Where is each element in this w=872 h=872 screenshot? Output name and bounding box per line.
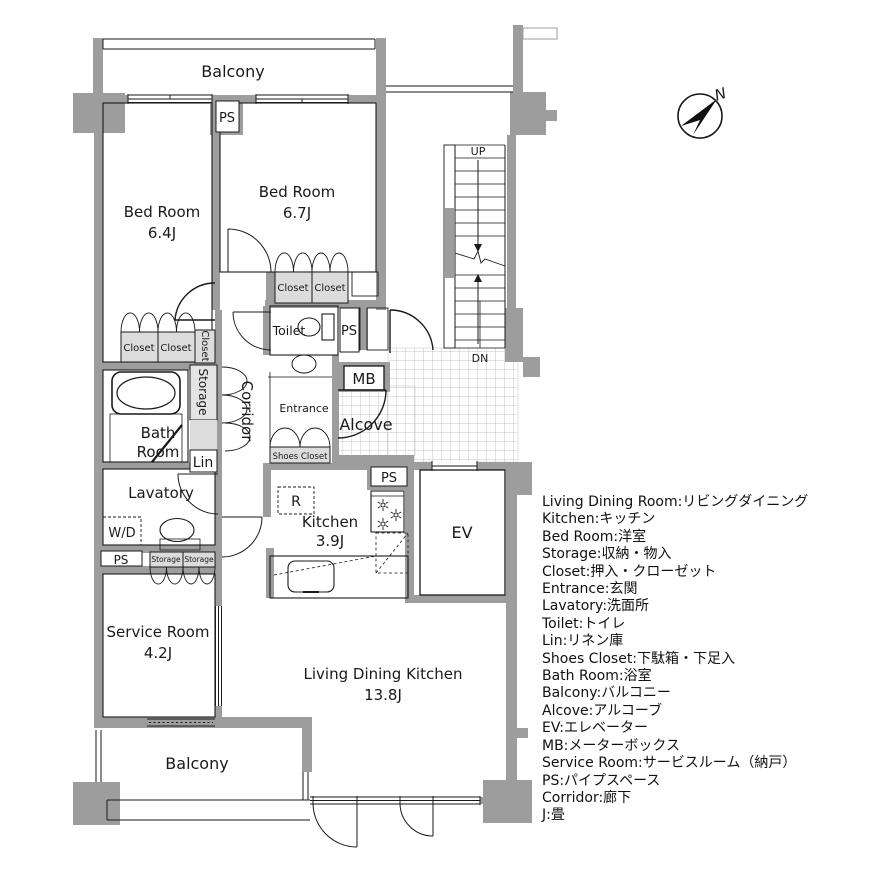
- swing-doors: [151, 228, 434, 848]
- legend-item: Bath Room:浴室: [542, 668, 652, 685]
- legend-item: Entrance:玄関: [542, 581, 638, 598]
- lavatory-basin: [159, 517, 201, 551]
- mb-label: MB: [352, 370, 375, 388]
- bathroom-label-line2: Room: [137, 443, 180, 461]
- legend: Living Dining Room:リビングダイニング Kitchen:キッチ…: [542, 494, 872, 825]
- folding-doors: [120, 252, 349, 585]
- bathroom-label-line1: Bath: [141, 424, 176, 442]
- lin-label: Lin: [193, 455, 214, 471]
- legend-item: Kitchen:キッチン: [542, 511, 656, 528]
- wd-label: W/D: [108, 526, 135, 541]
- legend-item: MB:メーターボックス: [542, 737, 680, 754]
- staircase: [443, 144, 506, 349]
- entrance-label: Entrance: [279, 402, 329, 415]
- bedroom-64-label: Bed Room: [124, 203, 201, 221]
- legend-item: Closet:押入・クローゼット: [542, 563, 717, 580]
- legend-item: Service Room:サービスルーム（納戸）: [542, 755, 797, 772]
- storage-label-vertical: Storage: [196, 369, 210, 416]
- bedroom-67-size: 6.7J: [283, 204, 311, 222]
- lavatory-label: Lavatory: [128, 484, 194, 502]
- closet-label: Closet: [314, 283, 345, 294]
- legend-item: PS:パイプスペース: [542, 772, 661, 789]
- legend-item: EV:エレベーター: [542, 720, 648, 737]
- legend-item: Shoes Closet:下駄箱・下足入: [542, 650, 736, 667]
- legend-item: J:畳: [542, 807, 565, 824]
- stairs-dn-label: DN: [472, 352, 489, 365]
- legend-item: Balcony:バルコニー: [542, 685, 671, 702]
- ev-label: EV: [451, 523, 472, 542]
- compass-n-label: N: [712, 84, 728, 105]
- kitchen-label: Kitchen: [302, 513, 358, 531]
- ps-kitchen-label: PS: [381, 471, 397, 486]
- ps-toilet-label: PS: [341, 324, 357, 339]
- ps-top-label: PS: [219, 111, 235, 126]
- railings-and-windows: [95, 27, 558, 821]
- balcony-top-label: Balcony: [201, 62, 264, 81]
- ps-lavatory-label: PS: [114, 553, 129, 567]
- washer-dryer-space: [102, 516, 142, 546]
- labels: Balcony Bed Room 6.4J Bed Room 6.7J PS C…: [107, 62, 729, 773]
- kitchen-counter: [269, 532, 409, 599]
- fixtures: [102, 313, 409, 599]
- kitchen-size: 3.9J: [316, 532, 344, 550]
- stairs-up-label: UP: [471, 145, 486, 158]
- closet-label-vertical: Closet: [199, 330, 210, 361]
- service-room-size: 4.2J: [144, 644, 172, 662]
- service-room-label: Service Room: [107, 623, 210, 641]
- hand-basin: [291, 354, 317, 374]
- closet-label: Closet: [160, 343, 191, 354]
- closet-label: Closet: [123, 343, 154, 354]
- bedroom-64-size: 6.4J: [148, 224, 176, 242]
- refrigerator-label: R: [291, 494, 301, 510]
- toilet-fixture: [297, 313, 335, 341]
- legend-item: Living Dining Room:リビングダイニング: [542, 494, 809, 510]
- legend-item: Bed Room:洋室: [542, 528, 647, 545]
- legend-item: Lavatory:洗面所: [542, 598, 650, 615]
- legend-item: Lin:リネン庫: [542, 633, 624, 650]
- closet-label: Closet: [277, 283, 308, 294]
- shoes-closet-label: Shoes Closet: [273, 452, 328, 462]
- legend-item: Corridor:廊下: [542, 789, 632, 806]
- ldk-size: 13.8J: [364, 686, 402, 704]
- storage-small-label: Storage: [184, 555, 214, 564]
- legend-item: Toilet:トイレ: [542, 615, 626, 632]
- stove: [370, 490, 405, 533]
- alcove-label: Alcove: [339, 415, 392, 434]
- storage-small-label: Storage: [151, 555, 181, 564]
- balcony-bottom-label: Balcony: [165, 754, 228, 773]
- refrigerator-space: [277, 486, 315, 515]
- toilet-label: Toilet: [272, 323, 306, 338]
- ldk-label: Living Dining Kitchen: [304, 665, 463, 683]
- corridor-label: Corridor: [238, 381, 256, 443]
- closet-boxes: [100, 100, 408, 568]
- tiled-common-corridor: [335, 347, 519, 463]
- compass-north-icon: [677, 93, 723, 139]
- bathtub: [111, 371, 181, 415]
- legend-item: Storage:収納・物入: [542, 546, 672, 563]
- legend-item: Alcove:アルコーブ: [542, 702, 663, 719]
- bedroom-67-label: Bed Room: [259, 183, 336, 201]
